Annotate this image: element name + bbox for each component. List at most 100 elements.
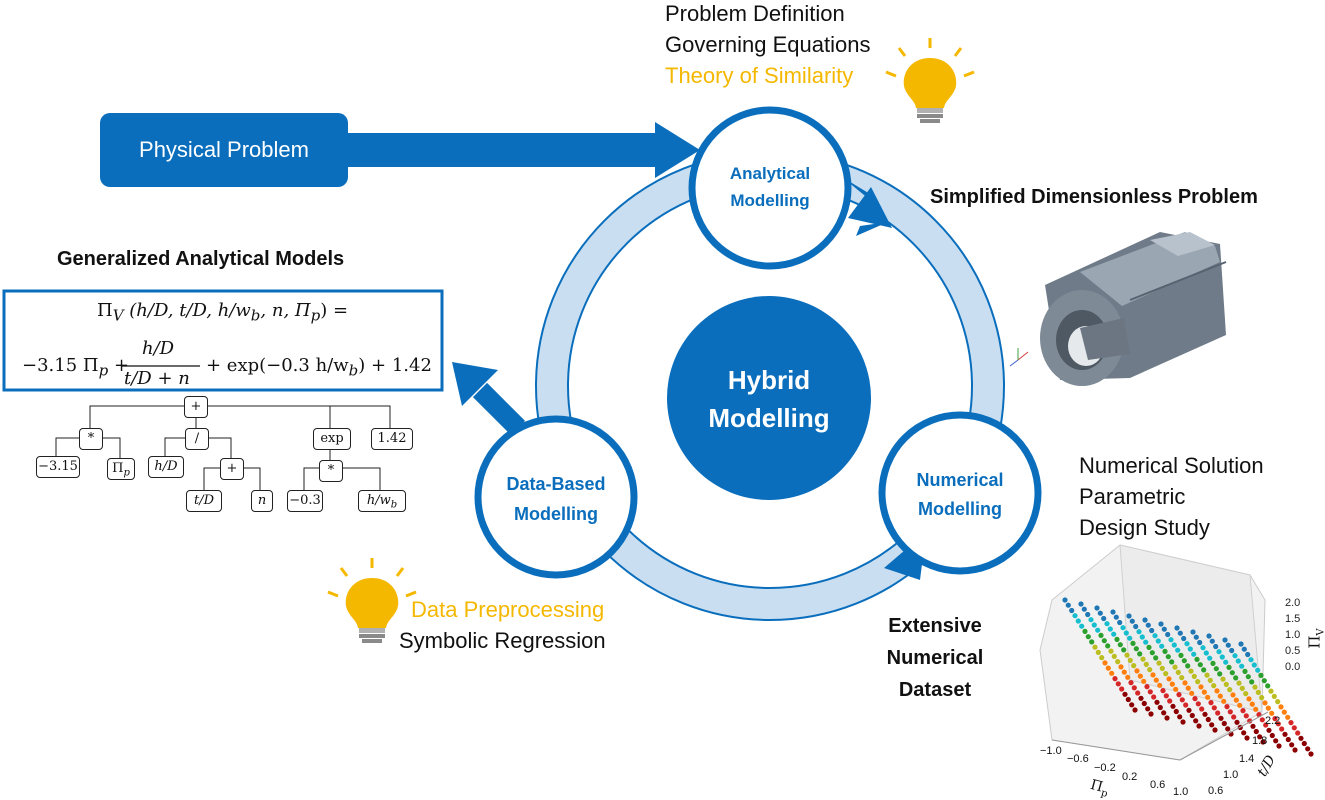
scatter-point: [1091, 622, 1097, 628]
data-based-node-circle: [474, 415, 638, 579]
scatter-point: [1245, 651, 1251, 658]
plot-x-tick: −0.6: [1067, 753, 1089, 765]
scatter-point: [1105, 665, 1111, 671]
physical-problem-label: Physical Problem: [139, 137, 309, 162]
scatter-point: [1225, 642, 1231, 648]
data-based-node[interactable]: Data-Based Modelling: [486, 469, 626, 529]
scatter-point: [1204, 672, 1210, 678]
scatter-point: [1099, 655, 1105, 661]
scatter-point: [1243, 691, 1249, 697]
scatter-point: [1177, 714, 1183, 720]
scatter-point: [1259, 695, 1265, 701]
physical-arrow-shaft: [340, 133, 658, 167]
scatter-point: [1191, 673, 1197, 680]
scatter-point: [1069, 607, 1075, 614]
scatter-point: [1169, 659, 1175, 665]
scatter-point: [1209, 722, 1215, 728]
scatter-point: [1133, 623, 1139, 630]
scatter-point: [1201, 689, 1207, 695]
dataset-line-2: Numerical: [886, 647, 984, 669]
scatter-point: [1240, 708, 1246, 714]
plot-x-tick: −1.0: [1040, 745, 1062, 757]
problem-definition-text: Problem Definition: [665, 1, 845, 26]
scatter-point: [1143, 661, 1149, 668]
scatter-point: [1152, 633, 1158, 639]
physical-problem-box[interactable]: Physical Problem: [100, 113, 348, 187]
scatter-point: [1243, 713, 1249, 719]
scatter-point: [1262, 700, 1268, 706]
scatter-point: [1170, 703, 1176, 709]
scatter-point: [1115, 659, 1121, 665]
scatter-point: [1137, 673, 1143, 679]
scatter-point: [1132, 707, 1138, 713]
plot-x-tick: −0.2: [1094, 762, 1116, 774]
scatter-point: [1281, 709, 1287, 715]
scatter-point: [1205, 694, 1211, 700]
scatter-point: [1241, 646, 1247, 652]
scatter-point: [1250, 723, 1256, 729]
scatter-point: [1207, 655, 1213, 661]
scatter-point: [1305, 746, 1311, 752]
scatter-point: [1217, 693, 1223, 699]
scatter-point: [1199, 706, 1205, 712]
scatter-point: [1189, 690, 1195, 696]
scatter-point: [1251, 662, 1257, 668]
scatter-point: [1215, 710, 1221, 716]
scatter-point: [1295, 730, 1301, 736]
z-label-sub: V: [1316, 628, 1325, 635]
scatter-point: [1227, 709, 1233, 715]
fraction-denominator: t/D + n: [124, 368, 190, 389]
scatter-point: [1112, 676, 1118, 682]
z-tick: 0.5: [1285, 645, 1301, 657]
scatter-point: [1219, 654, 1225, 660]
eq-args-end: , n, Π: [260, 300, 311, 321]
scatter-point: [1279, 726, 1285, 732]
scatter-point: [1211, 683, 1217, 689]
scatter-point: [1065, 602, 1071, 608]
scatter-point: [1239, 685, 1245, 692]
scatter-point: [1118, 664, 1124, 670]
scatter-point: [1175, 647, 1181, 653]
simplified-part-image: [1040, 232, 1227, 386]
scatter-point: [1148, 711, 1154, 717]
scatter-point: [1242, 668, 1248, 675]
numerical-label-2: Modelling: [918, 499, 1002, 519]
scatter-point: [1121, 647, 1127, 653]
numerical-node[interactable]: Numerical Modelling: [890, 466, 1030, 524]
scatter-point: [1184, 641, 1190, 647]
tree-node-t-d: t/D: [186, 490, 222, 512]
scatter-point: [1163, 671, 1169, 677]
scatter-point: [1107, 626, 1113, 632]
scatter-point: [1244, 735, 1250, 741]
scatter-point: [1194, 656, 1200, 663]
numerical-notes: Numerical Solution Parametric Design Stu…: [1079, 450, 1264, 543]
scatter-point: [1236, 680, 1242, 686]
scatter-point: [1164, 715, 1170, 721]
z-label-symbol: Π: [1305, 635, 1324, 649]
scatter-point: [1308, 751, 1314, 757]
plot-x-tick: 0.2: [1122, 771, 1138, 783]
scatter-point: [1195, 679, 1201, 685]
parametric-text: Parametric: [1079, 484, 1186, 509]
hybrid-center-node[interactable]: Hybrid Modelling: [669, 361, 869, 437]
plot-x-tick: 1.0: [1173, 786, 1189, 798]
scatter-point: [1190, 629, 1196, 635]
scatter-point: [1234, 719, 1240, 725]
scatter-point: [1177, 630, 1183, 636]
scatter-point: [1085, 611, 1091, 618]
governing-equations-text: Governing Equations: [665, 32, 871, 57]
analytical-node[interactable]: Analytical Modelling: [700, 160, 840, 214]
scatter-point: [1092, 644, 1098, 650]
scatter-point: [1097, 610, 1103, 616]
scatter-point: [1131, 685, 1137, 691]
scatter-point: [1263, 722, 1269, 728]
scatter-point: [1146, 644, 1152, 651]
scatter-point: [1168, 637, 1174, 643]
eq-pi: Π: [97, 300, 113, 321]
scatter-point: [1179, 697, 1185, 703]
scatter-point: [1237, 702, 1243, 708]
scatter-point: [1259, 717, 1265, 723]
dataset-label: Extensive Numerical Dataset: [880, 610, 990, 706]
scatter-point: [1088, 617, 1094, 623]
scatter-point: [1178, 652, 1184, 659]
